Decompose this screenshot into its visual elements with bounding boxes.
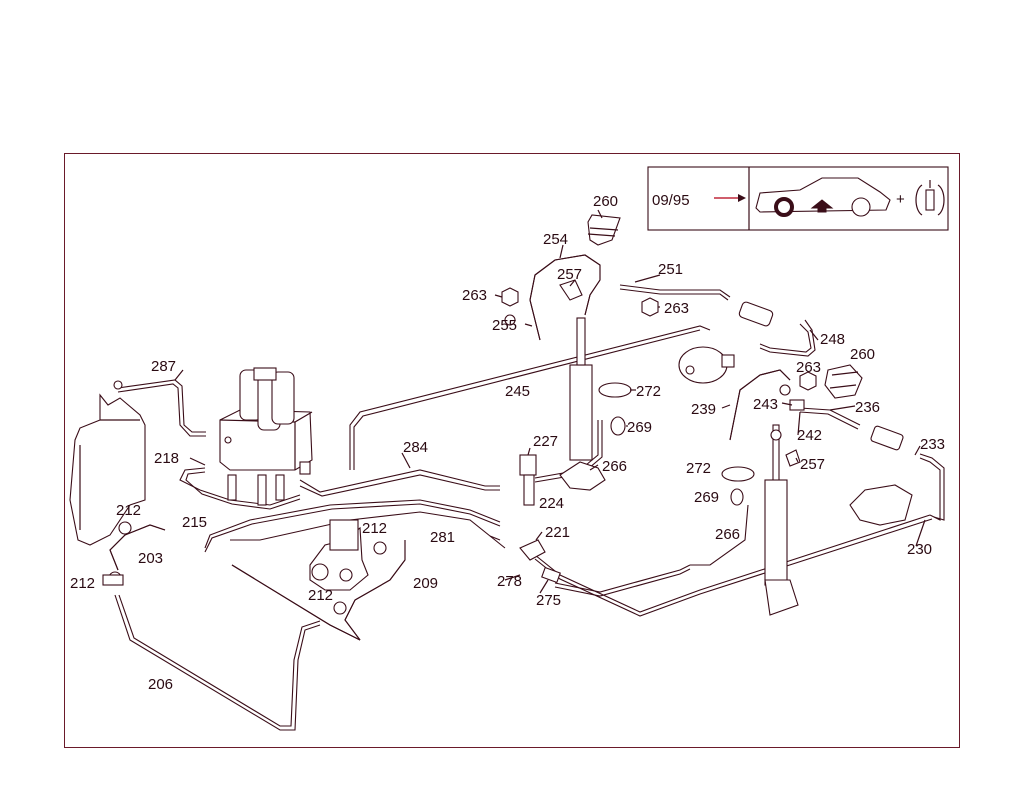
components — [69, 214, 913, 616]
model-inset: 09/95 + — [647, 166, 949, 231]
reservoir — [69, 380, 146, 546]
rear-accumulator — [849, 484, 913, 526]
label-212: 212 — [116, 502, 141, 519]
clip — [102, 574, 124, 586]
hose-clamp — [373, 541, 387, 555]
seal-ring — [504, 314, 516, 326]
arrow-head-icon — [738, 194, 746, 202]
label-218: 218 — [154, 450, 179, 467]
label-206: 206 — [148, 676, 173, 693]
label-260: 260 — [593, 193, 618, 210]
label-239: 239 — [691, 401, 716, 418]
car-icon — [755, 177, 891, 217]
fitting — [519, 454, 537, 506]
label-242: 242 — [797, 427, 822, 444]
label-254: 254 — [543, 231, 568, 248]
hose-clamp — [333, 601, 347, 615]
label-236: 236 — [855, 399, 880, 416]
label-243: 243 — [753, 396, 778, 413]
leader-lines — [174, 209, 926, 594]
label-266: 266 — [602, 458, 627, 475]
label-272: 272 — [686, 460, 711, 477]
part-labels: 260 254 257 251 263 263 255 287 245 272 … — [70, 193, 945, 693]
nut — [501, 287, 519, 307]
seal-ring — [730, 488, 744, 506]
label-212: 212 — [70, 575, 95, 592]
label-281: 281 — [430, 529, 455, 546]
brake-caliper-icon — [915, 180, 945, 216]
label-263: 263 — [462, 287, 487, 304]
label-230: 230 — [907, 541, 932, 558]
clamp-ring — [598, 382, 632, 398]
label-263: 263 — [796, 359, 821, 376]
label-284: 284 — [403, 439, 428, 456]
label-287: 287 — [151, 358, 176, 375]
label-255: 255 — [492, 317, 517, 334]
label-263: 263 — [664, 300, 689, 317]
label-233: 233 — [920, 436, 945, 453]
fitting — [541, 566, 561, 584]
tee-fitting — [519, 539, 546, 561]
pipe-network — [109, 254, 945, 731]
seal-ring — [610, 416, 626, 436]
label-215: 215 — [182, 514, 207, 531]
label-212: 212 — [308, 587, 333, 604]
nut — [799, 371, 817, 391]
seal-ring — [779, 384, 791, 396]
label-260: 260 — [850, 346, 875, 363]
label-209: 209 — [413, 575, 438, 592]
label-203: 203 — [138, 550, 163, 567]
label-272: 272 — [636, 383, 661, 400]
bracket — [559, 279, 583, 301]
label-251: 251 — [658, 261, 683, 278]
label-212: 212 — [362, 520, 387, 537]
label-269: 269 — [627, 419, 652, 436]
hose-clamp — [118, 521, 132, 535]
label-221: 221 — [545, 524, 570, 541]
pump — [309, 519, 369, 591]
level-valve — [870, 425, 904, 451]
date-code: 09/95 — [652, 192, 690, 209]
label-278: 278 — [497, 573, 522, 590]
label-257: 257 — [557, 266, 582, 283]
label-224: 224 — [539, 495, 564, 512]
label-275: 275 — [536, 592, 561, 609]
label-266: 266 — [715, 526, 740, 543]
plus-sign: + — [896, 191, 905, 208]
clamp-ring — [721, 466, 755, 482]
label-245: 245 — [505, 383, 530, 400]
strut-front — [559, 317, 606, 491]
label-248: 248 — [820, 331, 845, 348]
label-227: 227 — [533, 433, 558, 450]
connector — [789, 399, 805, 411]
nut — [641, 297, 659, 317]
diagram-frame — [64, 153, 960, 748]
label-269: 269 — [694, 489, 719, 506]
valve-block — [219, 367, 313, 506]
filter — [738, 301, 774, 327]
strut-rear — [764, 424, 799, 616]
dust-boot — [587, 214, 621, 246]
bracket — [785, 449, 801, 467]
label-257: 257 — [800, 456, 825, 473]
dust-boot-right — [824, 364, 863, 399]
accumulator-sphere — [678, 346, 735, 384]
